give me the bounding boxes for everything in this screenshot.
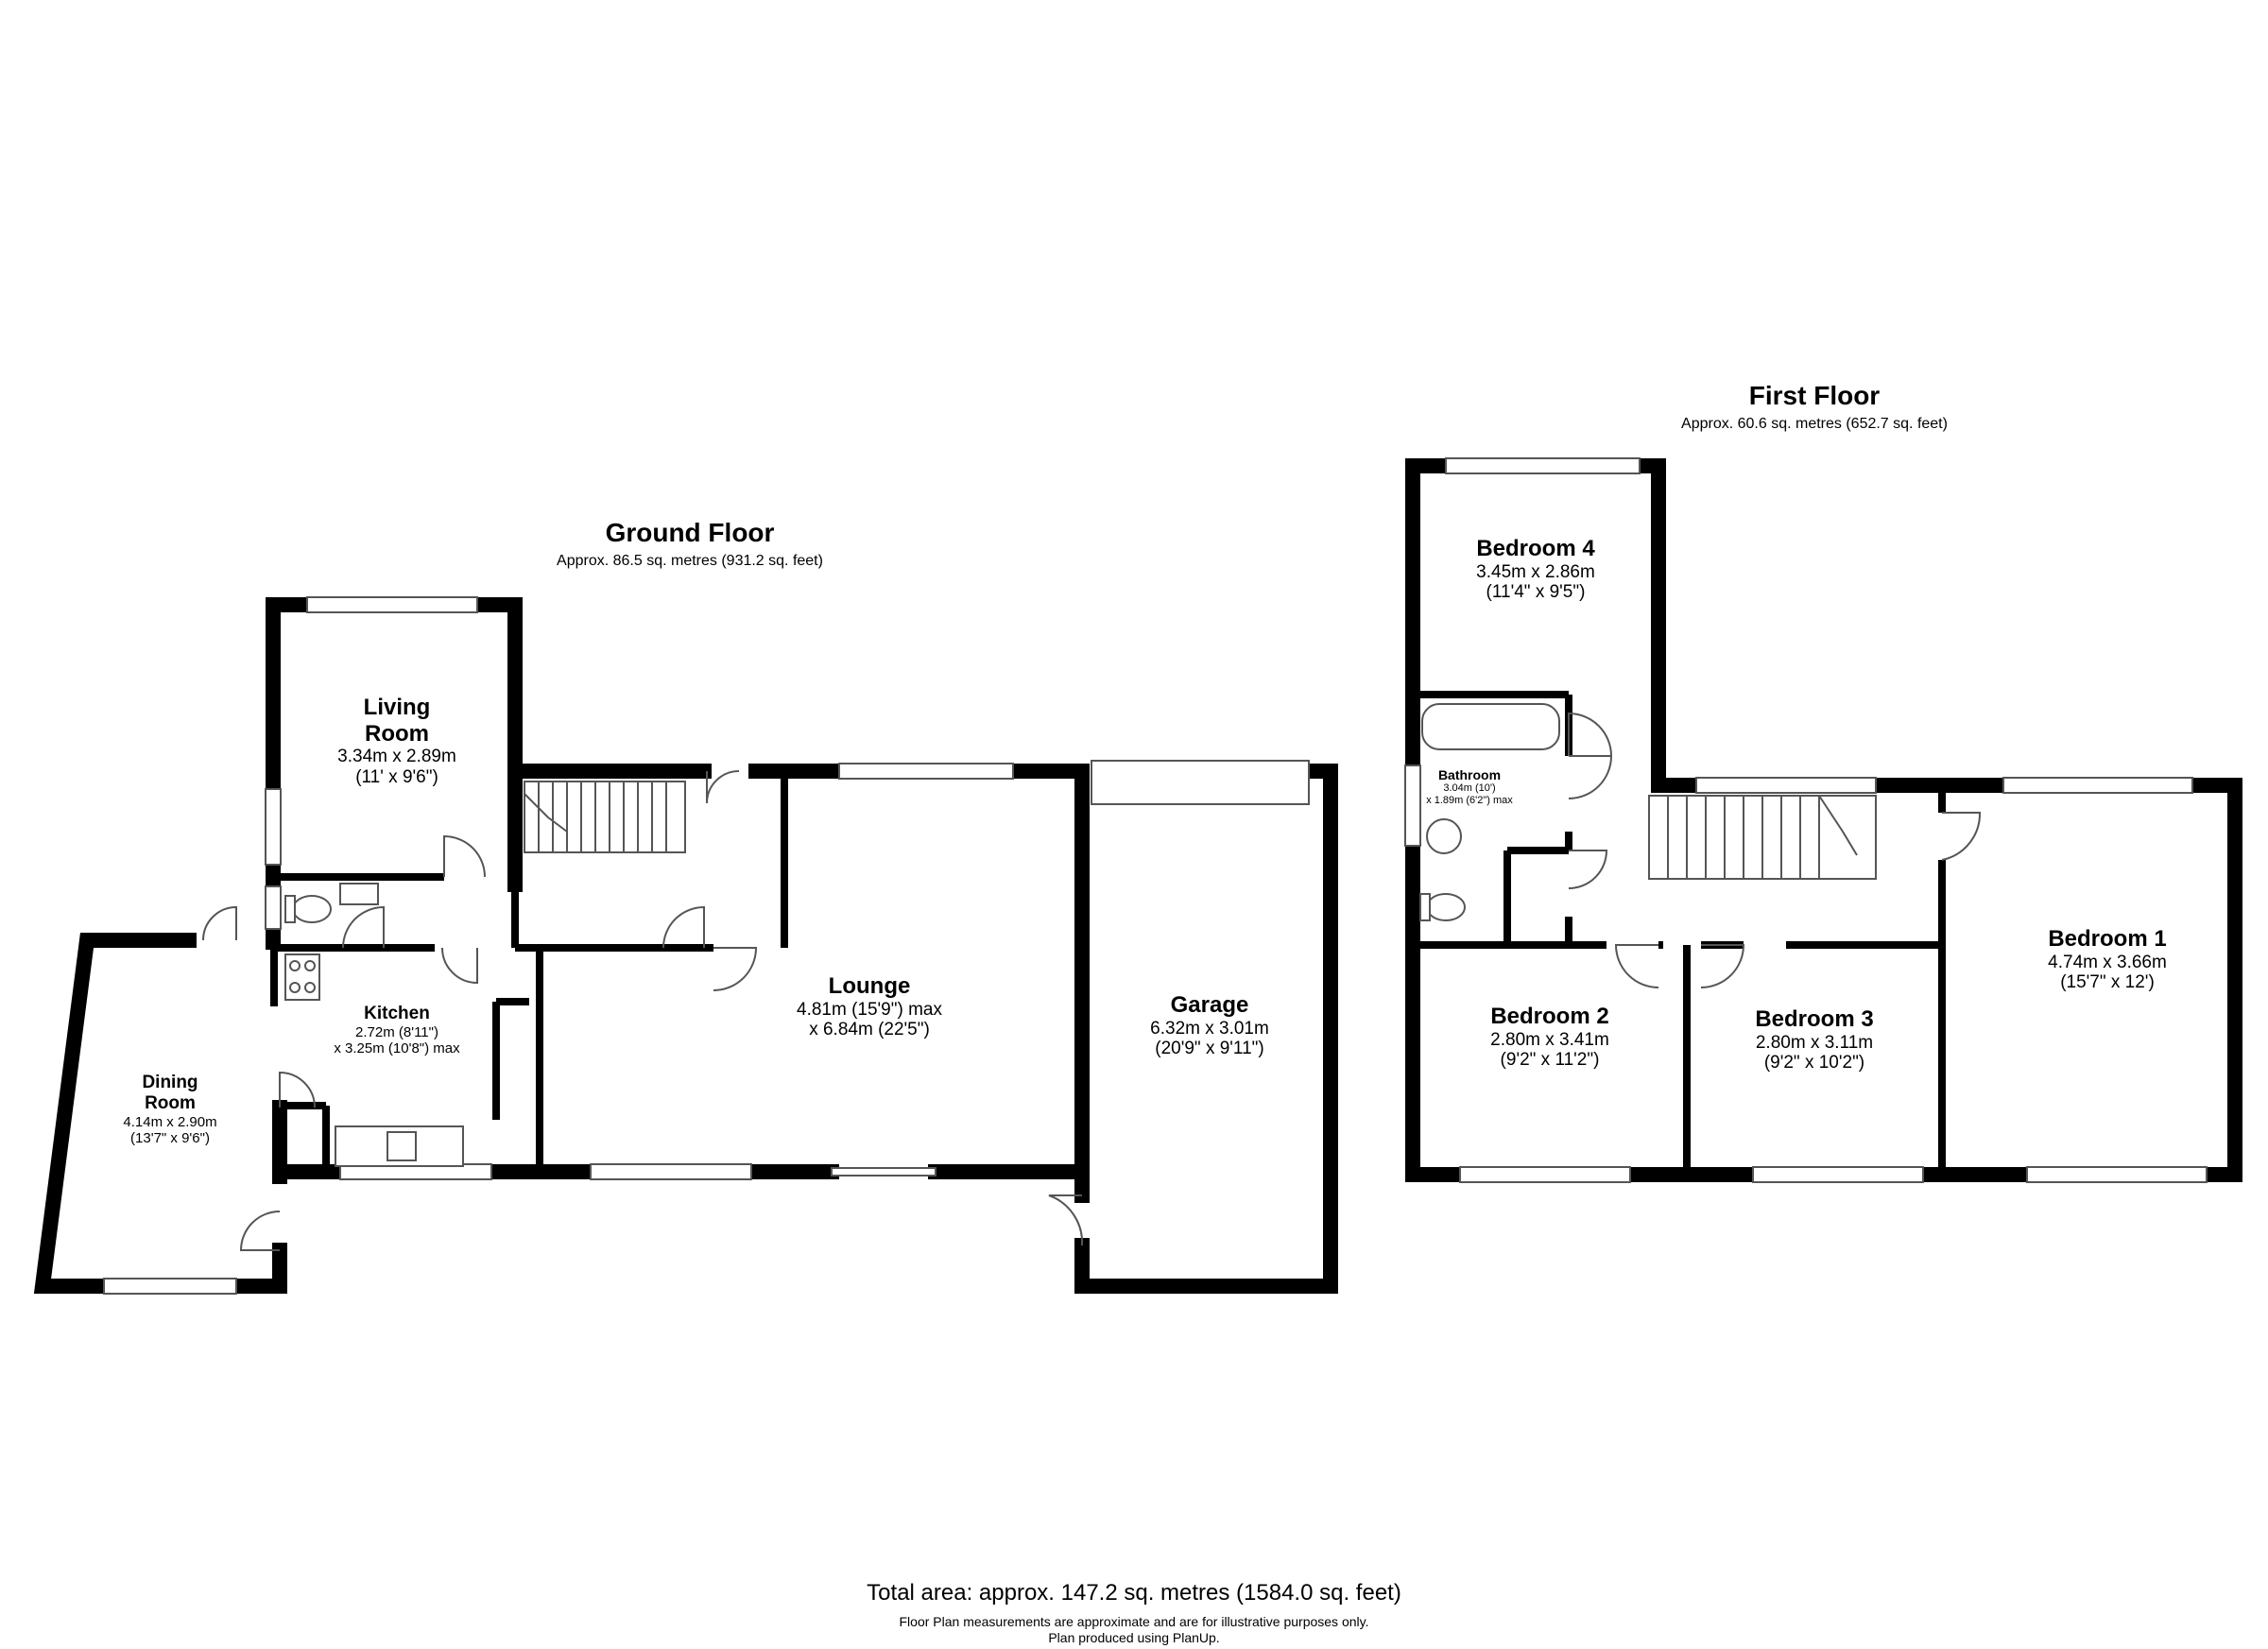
- first-stairs: [1648, 795, 1877, 880]
- lounge-label: Lounge 4.81m (15'9") max x 6.84m (22'5"): [737, 973, 1002, 1040]
- living-room-dims-1: 3.34m x 2.89m: [337, 747, 456, 767]
- bathtub: [1421, 703, 1560, 750]
- patio-doors: [831, 1167, 936, 1177]
- lounge-top-window: [838, 763, 1014, 780]
- bedroom-4-name: Bedroom 4: [1476, 536, 1595, 561]
- living-room-name-2: Room: [365, 720, 429, 747]
- bedroom-1-dims-2: (15'7" x 12'): [2060, 972, 2155, 993]
- ground-internal-walls: [270, 775, 1086, 1172]
- living-side-window: [265, 788, 282, 866]
- bathroom-label: Bathroom 3.04m (10') x 1.89m (6'2") max: [1413, 767, 1526, 806]
- living-window: [306, 596, 478, 613]
- ground-stairs: [524, 781, 686, 853]
- garage-name: Garage: [1170, 992, 1249, 1018]
- ground-fixtures: [284, 883, 464, 1167]
- bedroom-2-dims-1: 2.80m x 3.41m: [1490, 1029, 1609, 1050]
- dining-room-label: Dining Room 4.14m x 2.90m (13'7" x 9'6"): [85, 1073, 255, 1146]
- first-floor-area: Approx. 60.6 sq. metres (652.7 sq. feet): [1681, 416, 1948, 432]
- ground-doors: [202, 770, 1084, 1251]
- bath-basin: [1426, 818, 1462, 854]
- ground-floor-plan: [33, 596, 1338, 1295]
- bedroom-3-label: Bedroom 3 2.80m x 3.11m (9'2" x 10'2"): [1701, 1006, 1928, 1074]
- garage-label: Garage 6.32m x 3.01m (20'9" x 9'11"): [1096, 992, 1323, 1059]
- garage-door: [1091, 760, 1310, 805]
- bed4-window: [1445, 457, 1641, 474]
- total-area: Total area: approx. 147.2 sq. metres (15…: [867, 1580, 1401, 1606]
- lounge-bottom-window: [590, 1163, 752, 1180]
- bed2-window: [1459, 1166, 1631, 1183]
- bedroom-1-label: Bedroom 1 4.74m x 3.66m (15'7" x 12'): [1994, 926, 2221, 993]
- lounge-name: Lounge: [828, 973, 911, 999]
- bedroom-1-name: Bedroom 1: [2048, 926, 2167, 952]
- bath-window: [1404, 764, 1421, 847]
- bathroom-dims-1: 3.04m (10'): [1443, 782, 1496, 795]
- ground-floor-area: Approx. 86.5 sq. metres (931.2 sq. feet): [557, 553, 823, 569]
- kitchen-name: Kitchen: [364, 1004, 430, 1023]
- bedroom-1-dims-1: 4.74m x 3.66m: [2048, 952, 2167, 972]
- bedroom-4-dims-1: 3.45m x 2.86m: [1476, 561, 1595, 582]
- first-fixtures: [1419, 703, 1560, 921]
- dining-window: [103, 1278, 237, 1295]
- first-floor-plan: [1404, 457, 2242, 1183]
- landing-window: [1695, 777, 1877, 794]
- garage-dims-2: (20'9" x 9'11"): [1155, 1039, 1264, 1059]
- living-room-dims-2: (11' x 9'6"): [355, 767, 438, 788]
- bathroom-dims-2: x 1.89m (6'2") max: [1426, 794, 1513, 806]
- dining-room-name-1: Dining: [142, 1073, 198, 1092]
- first-floor-title: First Floor: [1748, 381, 1881, 410]
- first-doors: [1568, 712, 1982, 988]
- lounge-dims-2: x 6.84m (22'5"): [809, 1020, 930, 1040]
- bedroom-3-dims-2: (9'2" x 10'2"): [1763, 1053, 1865, 1074]
- disclaimer-note: Floor Plan measurements are approximate …: [899, 1614, 1369, 1629]
- hob: [284, 953, 320, 1001]
- first-windows: [1404, 457, 2208, 1183]
- kitchen-dims-1: 2.72m (8'11"): [355, 1023, 438, 1040]
- bedroom-2-dims-2: (9'2" x 11'2"): [1500, 1050, 1600, 1071]
- bed1-top-window: [2002, 777, 2193, 794]
- bathroom-name: Bathroom: [1437, 767, 1502, 782]
- living-room-name-1: Living: [363, 695, 431, 720]
- bedroom-4-dims-2: (11'4" x 9'5"): [1486, 582, 1586, 603]
- kitchen-dims-2: x 3.25m (10'8") max: [334, 1040, 460, 1057]
- lounge-dims-1: 4.81m (15'9") max: [797, 999, 942, 1020]
- dining-room-dims-2: (13'7" x 9'6"): [130, 1129, 210, 1146]
- dining-room-name-2: Room: [145, 1092, 196, 1113]
- bedroom-2-name: Bedroom 2: [1490, 1004, 1609, 1029]
- bedroom-4-label: Bedroom 4 3.45m x 2.86m (11'4" x 9'5"): [1427, 536, 1644, 603]
- kitchen-sink: [387, 1131, 417, 1161]
- bed3-window: [1752, 1166, 1924, 1183]
- first-external-walls: [1405, 458, 2242, 1182]
- ground-floor-title: Ground Floor: [605, 518, 775, 547]
- bath-toilet: [1426, 893, 1466, 921]
- bedroom-2-label: Bedroom 2 2.80m x 3.41m (9'2" x 11'2"): [1436, 1004, 1663, 1071]
- produced-by-note: Plan produced using PlanUp.: [1048, 1630, 1220, 1645]
- wc-window: [265, 885, 282, 930]
- ground-windows: [103, 596, 1310, 1295]
- bedroom-3-name: Bedroom 3: [1755, 1006, 1874, 1032]
- wc-toilet: [292, 895, 332, 923]
- garage-dims-1: 6.32m x 3.01m: [1150, 1018, 1269, 1039]
- bed1-bottom-window: [2026, 1166, 2208, 1183]
- dining-room-dims-1: 4.14m x 2.90m: [123, 1113, 217, 1130]
- kitchen-label: Kitchen 2.72m (8'11") x 3.25m (10'8") ma…: [284, 1004, 510, 1056]
- bedroom-3-dims-1: 2.80m x 3.11m: [1755, 1032, 1874, 1053]
- wc-basin: [339, 883, 379, 905]
- living-room-label: Living Room 3.34m x 2.89m (11' x 9'6"): [302, 695, 491, 788]
